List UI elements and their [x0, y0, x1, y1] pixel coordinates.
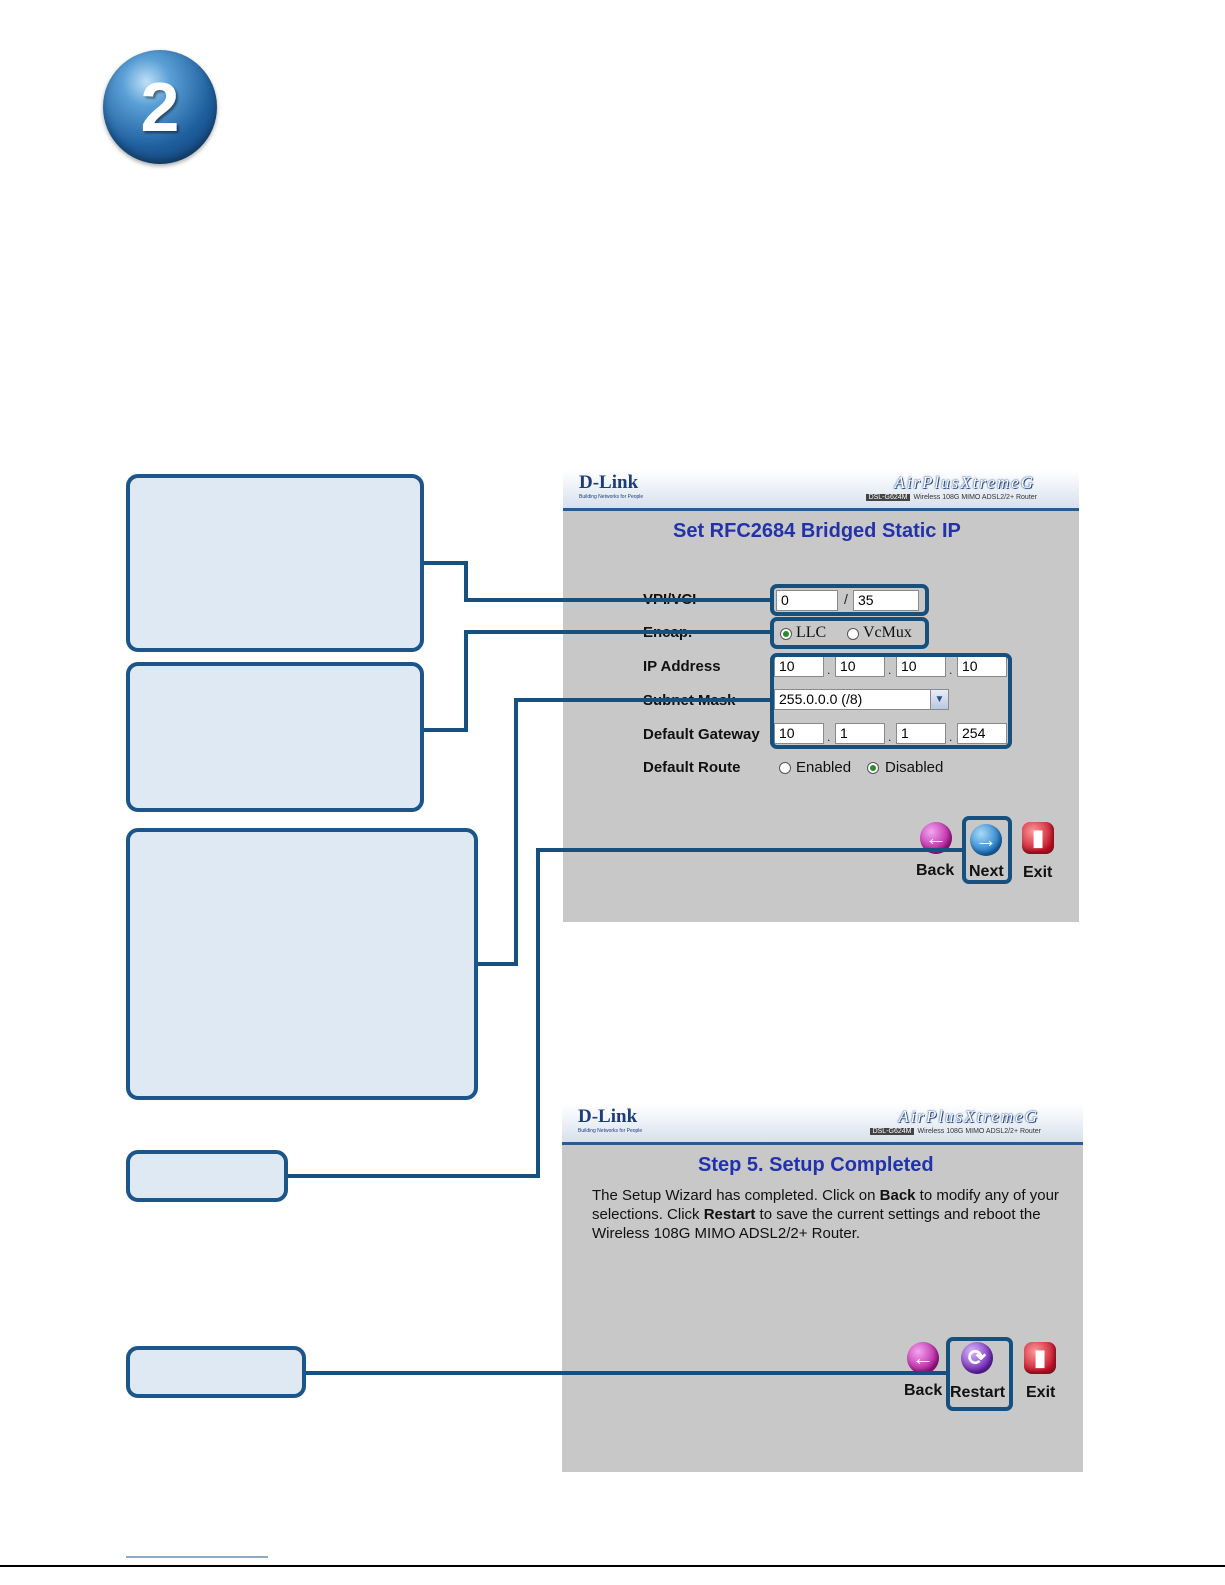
callout-encap: [126, 662, 424, 812]
dlink-logo: D-Link: [579, 472, 639, 493]
chevron-down-icon[interactable]: ▼: [930, 690, 948, 709]
gateway-octet-3[interactable]: 1: [896, 723, 946, 744]
callout-next: [126, 1150, 288, 1202]
restart-button[interactable]: Restart: [950, 1384, 1006, 1401]
model-badge: DSL-G624M: [869, 1128, 915, 1135]
subnet-mask-select[interactable]: 255.0.0.0 (/8) ▼: [774, 689, 949, 710]
back-button[interactable]: Back: [916, 862, 955, 879]
gateway-octet-2[interactable]: 1: [835, 723, 885, 744]
connector-vpi-vci: [424, 561, 770, 602]
ip-octet-3[interactable]: 10: [896, 656, 946, 677]
route-enabled-radio[interactable]: [779, 762, 791, 774]
gateway-octet-4[interactable]: 254: [957, 723, 1007, 744]
encap-llc-label: LLC: [796, 624, 827, 641]
callout-vpi-vci: [126, 474, 424, 652]
default-gateway-label: Default Gateway: [643, 726, 760, 743]
exit-door-icon[interactable]: ▮: [1022, 822, 1054, 854]
encap-vcmux-label: VcMux: [863, 624, 912, 641]
exit-door-icon[interactable]: ▮: [1024, 1342, 1056, 1374]
next-arrow-icon[interactable]: →: [970, 824, 1002, 856]
back-arrow-icon[interactable]: ←: [907, 1342, 939, 1374]
step-number: 2: [140, 68, 180, 146]
router-header-banner: D-Link Building Networks for People AirP…: [562, 1104, 1083, 1145]
restart-highlight: [946, 1337, 1013, 1411]
ip-settings-highlight: [770, 653, 1012, 749]
default-route-label: Default Route: [643, 759, 741, 776]
vpi-input[interactable]: 0: [776, 590, 838, 611]
exit-button[interactable]: Exit: [1023, 864, 1053, 881]
callout-ip-settings: [126, 828, 478, 1100]
connector-next: [288, 848, 962, 1178]
page-title: Step 5. Setup Completed: [698, 1154, 934, 1176]
gateway-dot: .: [888, 730, 892, 744]
restart-icon[interactable]: ⟳: [961, 1342, 993, 1374]
gateway-octet-1[interactable]: 10: [774, 723, 824, 744]
gateway-dot: .: [949, 730, 953, 744]
vpi-vci-highlight: [770, 584, 929, 616]
setup-wizard-screen-static-ip: D-Link Building Networks for People AirP…: [563, 470, 1079, 922]
ip-octet-4[interactable]: 10: [957, 656, 1007, 677]
encap-highlight: [770, 617, 929, 649]
ip-dot: .: [949, 663, 953, 677]
exit-button[interactable]: Exit: [1026, 1384, 1056, 1401]
completion-message: The Setup Wizard has completed. Click on…: [592, 1187, 1059, 1242]
back-button[interactable]: Back: [904, 1382, 943, 1399]
connector-ip-settings: [478, 698, 770, 966]
ip-dot: .: [827, 663, 831, 677]
router-header-banner: D-Link Building Networks for People AirP…: [563, 470, 1079, 511]
ip-address-label: IP Address: [643, 658, 721, 675]
dlink-logo: D-Link: [578, 1106, 638, 1127]
next-highlight: [962, 816, 1012, 884]
page-title: Set RFC2684 Bridged Static IP: [673, 520, 961, 542]
model-text: Wireless 108G MIMO ADSL2/2+ Router: [913, 494, 1037, 501]
dlink-tagline: Building Networks for People: [578, 1128, 643, 1134]
subnet-mask-value: 255.0.0.0 (/8): [779, 691, 863, 707]
gateway-dot: .: [827, 730, 831, 744]
model-text: Wireless 108G MIMO ADSL2/2+ Router: [917, 1128, 1041, 1135]
product-logo: AirPlusXtremeG: [898, 1107, 1039, 1126]
dlink-tagline: Building Networks for People: [579, 494, 644, 500]
step-number-badge: 2: [103, 50, 217, 164]
vpi-vci-separator: /: [844, 591, 848, 607]
next-button[interactable]: Next: [969, 863, 1004, 880]
route-disabled-radio[interactable]: [867, 762, 879, 774]
route-enabled-label: Enabled: [796, 759, 852, 776]
model-badge: DSL-G624M: [865, 494, 911, 501]
route-disabled-label: Disabled: [885, 759, 944, 776]
encap-llc-radio[interactable]: [780, 628, 792, 640]
callout-restart: [126, 1346, 306, 1398]
connector-encap: [424, 630, 770, 732]
vci-input[interactable]: 35: [853, 590, 919, 611]
encap-vcmux-radio[interactable]: [847, 628, 859, 640]
ip-dot: .: [888, 663, 892, 677]
product-logo: AirPlusXtremeG: [894, 473, 1035, 492]
